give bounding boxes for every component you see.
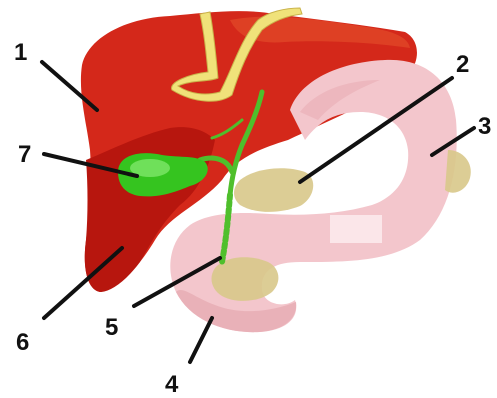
- label-1: 1: [14, 39, 27, 66]
- label-5: 5: [105, 314, 118, 341]
- label-3: 3: [478, 113, 491, 140]
- pancreas-body: [234, 168, 313, 212]
- pancreas-tail: [445, 150, 471, 193]
- label-7: 7: [18, 141, 31, 168]
- label-4: 4: [165, 371, 179, 398]
- label-2: 2: [456, 51, 469, 78]
- duodenum-highlight: [330, 215, 382, 243]
- label-6: 6: [16, 329, 29, 356]
- leader-line-4: [190, 318, 212, 362]
